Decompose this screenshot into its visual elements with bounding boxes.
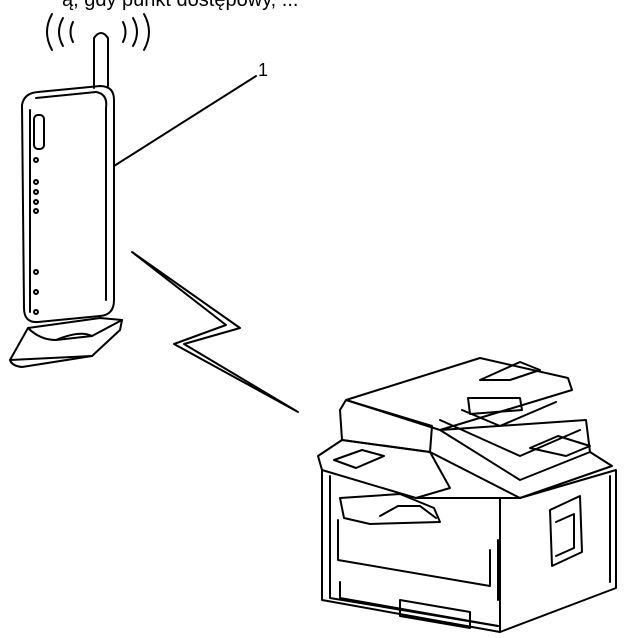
lightning-bolt-icon: [132, 252, 298, 412]
printer-icon: [318, 358, 616, 632]
wifi-waves-icon: [47, 14, 149, 50]
callout-number: 1: [258, 60, 268, 81]
callout-leader-line: [114, 76, 256, 166]
cropped-caption-text: ą, gdy punkt dostępowy, ...: [62, 0, 622, 11]
router-icon: [10, 33, 122, 367]
